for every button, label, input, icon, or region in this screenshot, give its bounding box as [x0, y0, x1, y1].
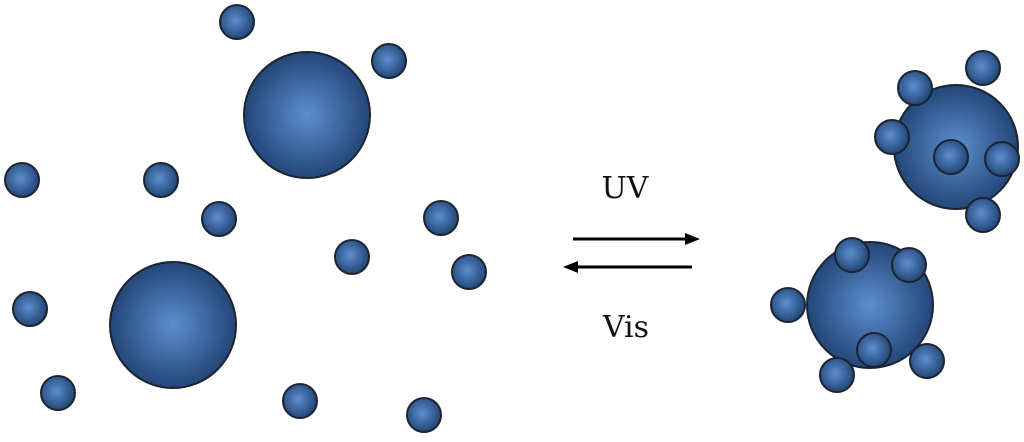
uv-label: UV: [602, 171, 650, 206]
small-particle: [984, 141, 1020, 177]
large-particle: [109, 261, 237, 389]
small-particle: [423, 200, 459, 236]
small-particle: [143, 162, 179, 198]
small-particle: [965, 197, 1001, 233]
small-particle: [451, 254, 487, 290]
small-particle: [4, 162, 40, 198]
small-particle: [219, 4, 255, 40]
small-particle: [406, 397, 442, 433]
forward-arrow-icon: [573, 233, 700, 245]
small-particle: [891, 247, 927, 283]
small-particle: [371, 43, 407, 79]
small-particle: [897, 70, 933, 106]
small-particle: [933, 139, 969, 175]
small-particle: [12, 291, 48, 327]
small-particle: [909, 343, 945, 379]
small-particle: [856, 332, 892, 368]
dispersed-state: [4, 4, 487, 433]
small-particle: [874, 119, 910, 155]
small-particle: [282, 383, 318, 419]
small-particle: [40, 375, 76, 411]
assembled-cluster: [874, 50, 1020, 233]
reversible-arrows: UV Vis: [563, 171, 700, 345]
vis-label: Vis: [602, 310, 649, 345]
large-particle: [243, 51, 371, 179]
small-particle: [334, 239, 370, 275]
small-particle: [201, 201, 237, 237]
small-particle: [819, 357, 855, 393]
small-particle: [770, 287, 806, 323]
small-particle: [834, 237, 870, 273]
assembled-cluster: [770, 237, 945, 393]
small-particle: [965, 50, 1001, 86]
reverse-arrow-icon: [563, 261, 692, 273]
